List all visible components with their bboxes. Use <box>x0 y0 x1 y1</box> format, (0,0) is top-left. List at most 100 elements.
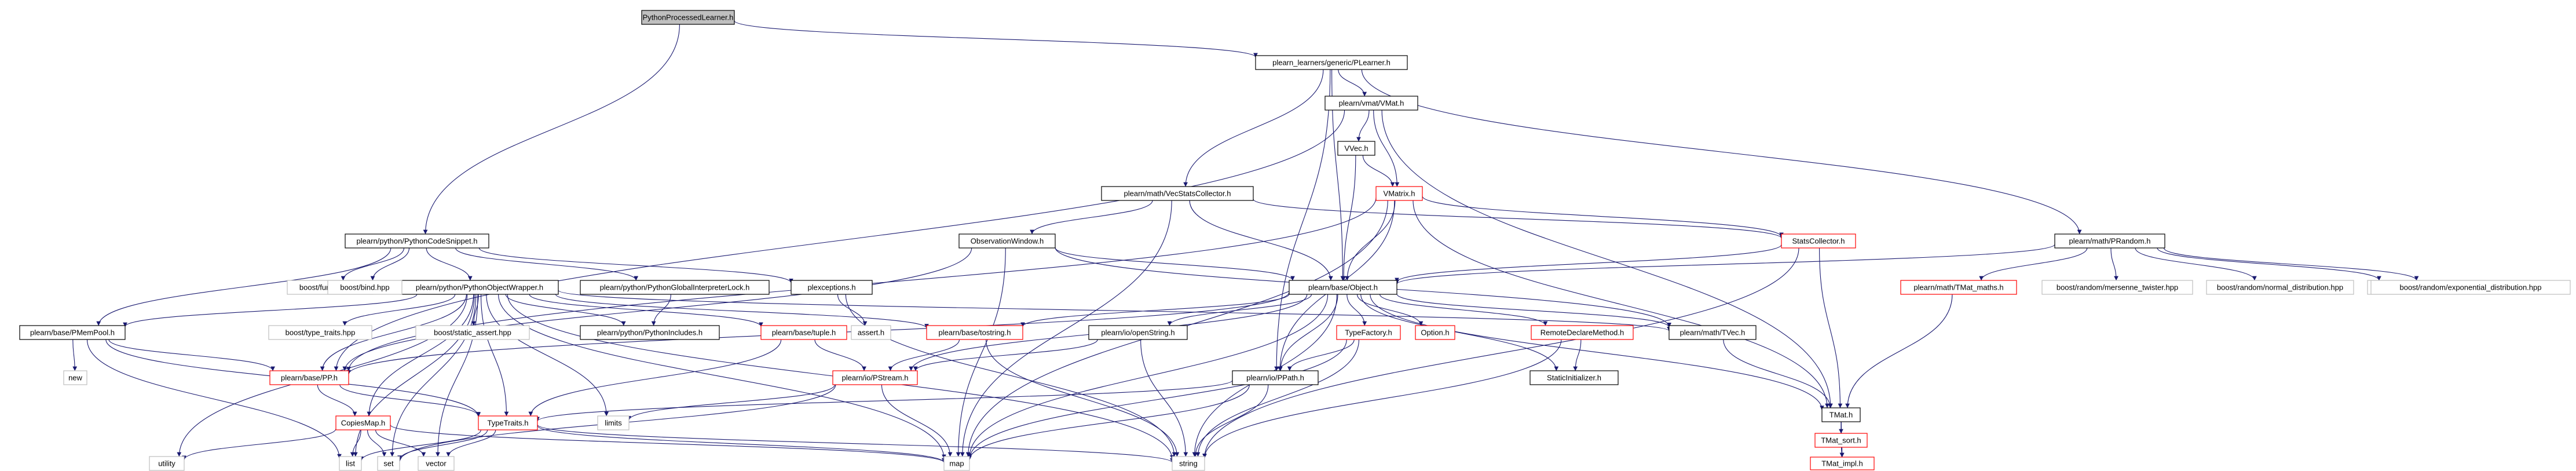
header-node-remote[interactable]: RemoteDeclareMethod.h <box>1531 325 1634 340</box>
dependency-edge <box>960 200 1172 457</box>
dependency-edge <box>96 247 391 326</box>
dependency-edge <box>1140 339 1188 457</box>
node-box <box>832 370 918 385</box>
dependency-edge <box>353 294 475 457</box>
header-node-pp[interactable]: plearn/base/PP.h <box>269 370 349 385</box>
header-node-ppstream[interactable]: plearn/io/PStream.h <box>832 370 918 385</box>
header-node-new[interactable]: new <box>63 370 87 385</box>
node-label: plearn/io/openString.h <box>1101 328 1174 337</box>
header-node-set[interactable]: set <box>377 456 400 471</box>
dependency-edge <box>1030 200 1153 235</box>
dependency-edge <box>1819 247 1843 408</box>
header-node-utility[interactable]: utility <box>149 456 185 471</box>
dependency-edge <box>1278 294 1338 371</box>
node-box <box>597 415 630 430</box>
node-label: set <box>383 459 394 468</box>
dependency-edge <box>390 294 477 457</box>
dependency-edge <box>446 429 496 457</box>
header-node-pyobjwrap[interactable]: plearn/python/PythonObjectWrapper.h <box>400 280 559 295</box>
node-box <box>377 456 400 471</box>
header-node-plearner[interactable]: plearn_learners/generic/PLearner.h <box>1255 55 1408 70</box>
node-label: plearn/math/PRandom.h <box>2069 237 2151 246</box>
header-node-limits[interactable]: limits <box>597 415 630 430</box>
header-node-tmatmaths[interactable]: plearn/math/TMat_maths.h <box>1900 280 2017 295</box>
dependency-edge <box>2135 247 2257 281</box>
node-label: PythonProcessedLearner.h <box>643 13 734 22</box>
dependency-edge <box>1346 294 1367 326</box>
header-node-vecstats[interactable]: plearn/math/VecStatsCollector.h <box>1101 186 1254 201</box>
dependency-edge <box>535 379 1233 422</box>
header-node-pmemfoot[interactable]: plearn/base/PMemPool.h <box>19 325 126 340</box>
header-node-object[interactable]: plearn/base/Object.h <box>1289 280 1397 295</box>
dependency-edge <box>123 294 418 327</box>
header-node-tostring[interactable]: plearn/base/tostring.h <box>926 325 1023 340</box>
header-node-staticassert[interactable]: boost/static_assert.hpp <box>415 325 530 340</box>
header-node-pycode[interactable]: plearn/python/PythonCodeSnippet.h <box>345 233 489 249</box>
dependency-edge <box>1202 339 1562 459</box>
header-node-typetraitshpp[interactable]: boost/type_traits.hpp <box>268 325 372 340</box>
header-node-plexc[interactable]: plexceptions.h <box>791 280 873 295</box>
header-node-ppl[interactable]: PythonProcessedLearner.h <box>641 10 735 25</box>
header-node-tmat[interactable]: TMat.h <box>1821 407 1861 422</box>
node-box <box>2206 280 2354 295</box>
dependency-edge <box>1341 155 1356 281</box>
header-node-statscoll[interactable]: StatsCollector.h <box>1781 233 1856 249</box>
header-node-obswin[interactable]: ObservationWindow.h <box>958 233 1056 249</box>
header-node-assert[interactable]: assert.h <box>851 325 891 340</box>
dependency-edge <box>436 294 478 457</box>
header-node-tuple[interactable]: plearn/base/tuple.h <box>760 325 847 340</box>
header-node-vector[interactable]: vector <box>418 456 455 471</box>
header-node-tmatsort[interactable]: TMat_sort.h <box>1814 433 1868 448</box>
header-node-vmatrix[interactable]: VMatrix.h <box>1375 186 1423 201</box>
header-node-expo[interactable]: boost/random/exponential_distribution.hp… <box>2370 280 2571 295</box>
header-node-openstring[interactable]: plearn/io/openString.h <box>1088 325 1188 340</box>
node-label: plearn/vmat/VMat.h <box>1339 99 1404 108</box>
header-node-normal[interactable]: boost/random/normal_distribution.hpp <box>2206 280 2354 295</box>
node-box <box>2041 280 2193 295</box>
node-label: TypeTraits.h <box>487 419 528 428</box>
node-label: utility <box>158 459 175 468</box>
node-box <box>2054 233 2165 249</box>
header-node-mersenne[interactable]: boost/random/mersenne_twister.hpp <box>2041 280 2193 295</box>
dependency-edge <box>2110 247 2118 281</box>
header-node-vvec[interactable]: VVec.h <box>1337 141 1375 156</box>
dependency-edge <box>108 339 275 371</box>
header-node-typefactory[interactable]: TypeFactory.h <box>1336 325 1401 340</box>
dependency-edge <box>1573 339 1582 371</box>
node-box <box>580 325 720 340</box>
node-box <box>943 456 970 471</box>
header-node-tvec[interactable]: plearn/math/TVec.h <box>1668 325 1757 340</box>
header-node-pyincludes[interactable]: plearn/python/PythonIncludes.h <box>580 325 720 340</box>
dependency-edge <box>1338 69 1367 97</box>
dependency-edge <box>1422 196 1784 238</box>
node-label: vector <box>426 459 447 468</box>
node-label: boost/bind.hpp <box>340 283 389 292</box>
dependency-edge <box>1356 294 1424 326</box>
node-box <box>1336 325 1401 340</box>
header-node-bbind[interactable]: boost/bind.hpp <box>327 280 402 295</box>
node-box <box>1337 141 1375 156</box>
header-node-copiesmap[interactable]: CopiesMap.h <box>335 415 391 430</box>
header-node-list[interactable]: list <box>339 456 362 471</box>
header-node-string[interactable]: string <box>1172 456 1205 471</box>
dependency-edge <box>342 247 972 371</box>
header-node-prandom[interactable]: plearn/math/PRandom.h <box>2054 233 2165 249</box>
node-label: boost/static_assert.hpp <box>434 328 511 337</box>
header-node-option[interactable]: Option.h <box>1415 325 1455 340</box>
dependency-edge <box>375 429 426 457</box>
node-box <box>1088 325 1188 340</box>
node-box <box>1900 280 2017 295</box>
node-box <box>1821 407 1861 422</box>
header-node-pyglobal[interactable]: plearn/python/PythonGlobalInterpreterLoc… <box>580 280 770 295</box>
header-node-map[interactable]: map <box>943 456 970 471</box>
dependency-edge <box>651 294 671 326</box>
header-node-ppath[interactable]: plearn/io/PPath.h <box>1232 370 1319 385</box>
header-node-tmatimpl[interactable]: TMat_impl.h <box>1810 457 1875 470</box>
node-label: StatsCollector.h <box>1792 237 1845 246</box>
header-node-vmat[interactable]: plearn/vmat/VMat.h <box>1324 96 1418 111</box>
header-node-staticinit[interactable]: StaticInitializer.h <box>1529 370 1619 385</box>
node-box <box>926 325 1023 340</box>
node-box <box>791 280 873 295</box>
header-node-typetraits[interactable]: TypeTraits.h <box>478 415 538 430</box>
dependency-edge <box>1845 294 1953 408</box>
